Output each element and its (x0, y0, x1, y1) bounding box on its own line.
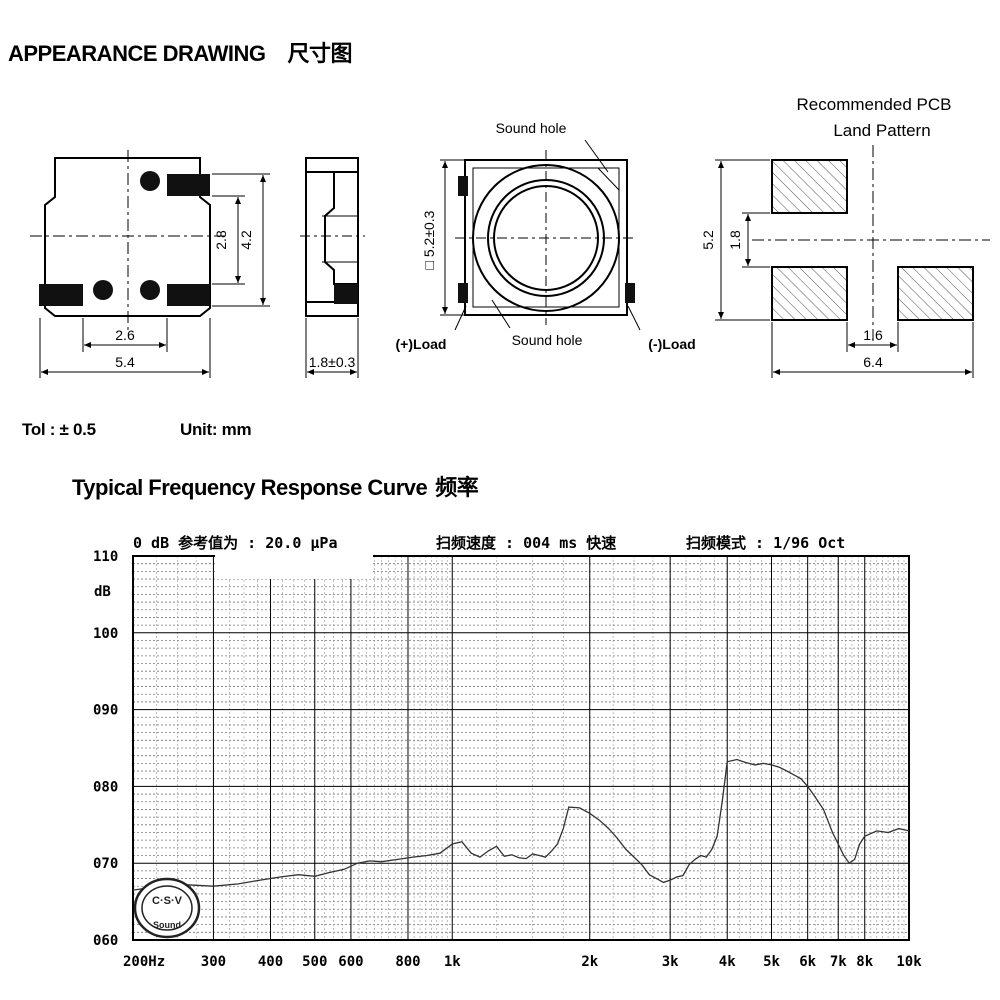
pcb-pad-top (771, 159, 848, 214)
minus-load-label: (-)Load (648, 336, 695, 352)
appearance-title-text: APPEARANCE DRAWING (8, 41, 266, 66)
chart-header-ref: 0 dB 参考值为 : 20.0 μPa (133, 534, 338, 552)
dim-pcb-gap-label: 1.8 (727, 230, 743, 250)
pcb-land-pattern (715, 145, 990, 378)
pcb-label-line1: Recommended PCB (797, 95, 952, 114)
x-tick-label: 500 (302, 954, 327, 970)
x-tick-label: 6k (799, 954, 816, 970)
front-pad-bottom-right (167, 284, 210, 306)
top-tab-bottom-left (458, 283, 468, 303)
minus-load-leader (627, 305, 641, 331)
chart-y-unit: dB (94, 584, 111, 600)
x-tick-label: 7k (830, 954, 847, 970)
chart-header-mask (215, 553, 373, 579)
x-tick-label: 1k (444, 954, 461, 970)
x-tick-label: 800 (395, 954, 420, 970)
chart-header-speed: 扫频速度 : 004 ms 快速 (436, 534, 616, 552)
x-tick-label: 200Hz (123, 954, 165, 970)
plus-load-leader (454, 305, 467, 331)
sound-hole-bottom-label: Sound hole (512, 332, 583, 348)
chart-x-tick-labels: 200Hz 300 400 500 600 800 1k 2k 3k 4k 5k 6k 7k 8k 10k (123, 954, 922, 970)
x-tick-label: 2k (581, 954, 598, 970)
side-inner-profile (324, 172, 358, 285)
pcb-label-line2: Land Pattern (833, 121, 930, 140)
frequency-response-title: Typical Frequency Response Curve 频率 (72, 470, 479, 502)
x-tick-label: 300 (201, 954, 226, 970)
front-dot-bottom-left (93, 280, 113, 300)
x-tick-label: 10k (896, 954, 922, 970)
chart-y-tick-labels: 110 100 090 080 070 060 (93, 549, 118, 949)
dim-2-8-label: 2.8 (213, 230, 229, 250)
front-pad-top-right (167, 174, 210, 196)
dim-pcb-h-label: 5.2 (700, 230, 716, 250)
pcb-pad-bottom-left (771, 266, 848, 321)
sound-hole-top-leader (584, 139, 609, 173)
appearance-title-cn: 尺寸图 (287, 41, 352, 66)
front-pad-bottom-left (39, 284, 83, 306)
appearance-drawing-title: APPEARANCE DRAWING 尺寸图 (8, 36, 352, 68)
frequency-title-text: Typical Frequency Response Curve (72, 475, 428, 500)
appearance-drawings: 2.8 4.2 2.6 5.4 1.8±0.3 Sound ho (30, 95, 990, 378)
sound-hole-bottom-leader (491, 299, 511, 329)
dim-4-2-label: 4.2 (238, 230, 254, 250)
dim-pcb-gap-w-label: 1.6 (863, 327, 883, 343)
x-tick-label: 400 (258, 954, 283, 970)
top-tab-bottom-right (625, 283, 635, 303)
front-dot-bottom-right (140, 280, 160, 300)
y-tick-label: 100 (93, 626, 118, 642)
x-tick-label: 3k (662, 954, 679, 970)
y-tick-label: 090 (93, 703, 118, 719)
x-tick-label: 5k (763, 954, 780, 970)
unit-text: Unit: mm (180, 420, 252, 439)
top-tab-top-left (458, 176, 468, 196)
pcb-pad-bottom-right (897, 266, 974, 321)
side-pad (334, 284, 358, 304)
tolerance-text: Tol : ± 0.5 (22, 420, 96, 439)
frequency-response-chart: 0 dB 参考值为 : 20.0 μPa 扫频速度 : 004 ms 快速 扫频… (93, 534, 922, 970)
csv-sound-logo: C·S·V Sound (133, 877, 201, 939)
dim-thickness-label: 1.8±0.3 (309, 354, 356, 370)
dim-5-4-label: 5.4 (115, 354, 135, 370)
plus-load-label: (+)Load (396, 336, 447, 352)
logo-icon: C·S·V (152, 895, 183, 907)
chart-header-mode: 扫频模式 : 1/96 Oct (686, 534, 845, 552)
y-tick-label: 070 (93, 856, 118, 872)
dim-pcb-w-label: 6.4 (863, 354, 883, 370)
y-tick-label: 110 (93, 549, 118, 565)
chart-plot-frame (132, 555, 910, 941)
y-tick-label: 060 (93, 933, 118, 949)
x-tick-label: 4k (719, 954, 736, 970)
side-body-outline (305, 157, 359, 317)
dim-top-square-label: □ 5.2±0.3 (421, 210, 437, 269)
front-dot-top (140, 171, 160, 191)
x-tick-label: 600 (338, 954, 363, 970)
frequency-title-cn: 频率 (435, 475, 479, 500)
sound-hole-top-label: Sound hole (496, 120, 567, 136)
top-view (440, 139, 641, 331)
logo-sound-text: Sound (153, 920, 181, 930)
x-tick-label: 8k (856, 954, 873, 970)
y-tick-label: 080 (93, 779, 118, 795)
dim-2-6-label: 2.6 (115, 327, 135, 343)
frequency-response-curve (132, 758, 910, 891)
